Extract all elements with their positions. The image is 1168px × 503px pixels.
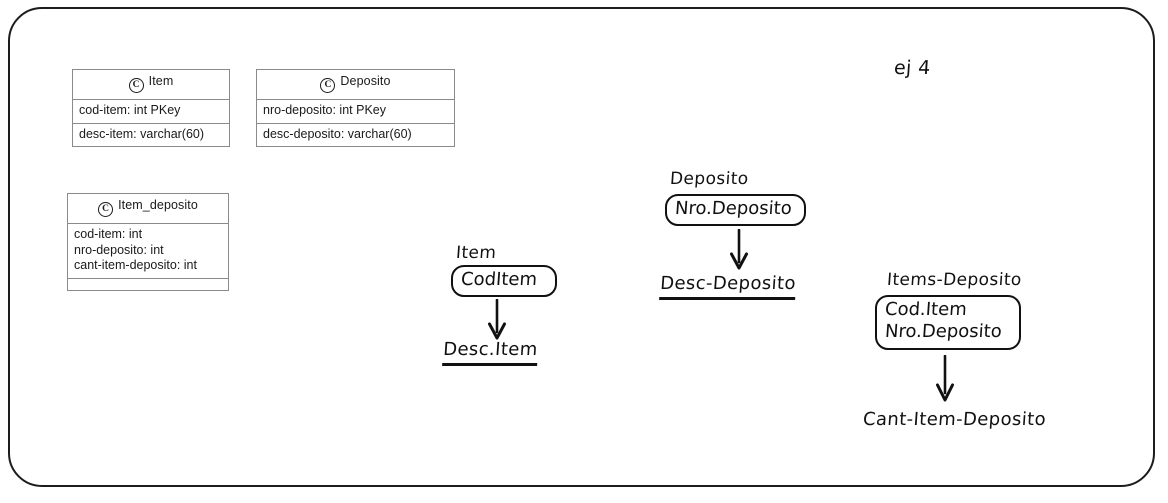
uml-attribute-compartment: nro-deposito: int PKey — [257, 100, 454, 124]
uml-class-name: Item_deposito — [118, 198, 198, 212]
uml-attribute: nro-deposito: int PKey — [263, 103, 386, 117]
handwritten-note: ej 4 — [893, 57, 932, 79]
fd-dependent-items-deposito: Cant-Item-Deposito — [862, 409, 1047, 430]
fd-determinant-attribute: Nro.Deposito — [884, 321, 1003, 342]
uml-attribute: nro-deposito: int — [74, 242, 164, 257]
uml-attribute-compartment: cod-item: int PKey — [73, 100, 229, 124]
uml-class-name: Item — [148, 74, 174, 88]
fd-determinant-box-deposito: Nro.Deposito — [665, 194, 806, 226]
uml-attribute-compartment: desc-item: varchar(60) — [73, 124, 229, 147]
fd-title-item: Item — [455, 243, 498, 263]
uml-attribute-compartment: cod-item: int nro-deposito: int cant-ite… — [68, 224, 228, 279]
uml-attribute: cod-item: int PKey — [79, 103, 181, 117]
arrow-down-icon — [936, 355, 954, 402]
class-circle-icon: C — [320, 78, 336, 93]
uml-attribute: desc-item: varchar(60) — [79, 126, 205, 141]
fd-dependent-deposito: Desc-Deposito — [659, 273, 797, 300]
fd-determinant-attribute: Cod.Item — [884, 299, 968, 320]
fd-determinant-box-items-deposito: Cod.Item Nro.Deposito — [875, 295, 1021, 350]
arrow-down-icon — [730, 229, 748, 270]
uml-operations-compartment — [68, 279, 228, 290]
class-circle-icon: C — [98, 202, 114, 217]
diagram-frame: C Item cod-item: int PKey desc-item: varc… — [8, 7, 1155, 487]
fd-determinant-box-item: CodItem — [451, 265, 557, 297]
uml-attribute-compartment: desc-deposito: varchar(60) — [257, 124, 454, 147]
fd-dependent-item: Desc.Item — [442, 339, 539, 366]
uml-class-header: C Item_deposito — [68, 194, 228, 224]
uml-attribute: cant-item-deposito: int — [74, 258, 197, 272]
uml-class-header: C Item — [73, 70, 229, 100]
uml-class-item: C Item cod-item: int PKey desc-item: varc… — [72, 69, 230, 147]
class-circle-icon: C — [128, 78, 144, 93]
uml-attribute: desc-deposito: varchar(60) — [263, 126, 412, 141]
fd-determinant-attribute: Nro.Deposito — [674, 198, 793, 219]
uml-class-name: Deposito — [340, 74, 391, 88]
fd-title-deposito: Deposito — [669, 169, 750, 189]
fd-determinant-attribute: CodItem — [460, 269, 538, 290]
uml-class-item-deposito: C Item_deposito cod-item: int nro-deposit… — [67, 193, 229, 291]
arrow-down-icon — [488, 299, 506, 340]
uml-class-deposito: C Deposito nro-deposito: int PKey desc-de… — [256, 69, 455, 147]
uml-attribute: cod-item: int — [74, 227, 143, 241]
uml-class-header: C Deposito — [257, 70, 454, 100]
fd-title-items-deposito: Items-Deposito — [886, 270, 1023, 290]
